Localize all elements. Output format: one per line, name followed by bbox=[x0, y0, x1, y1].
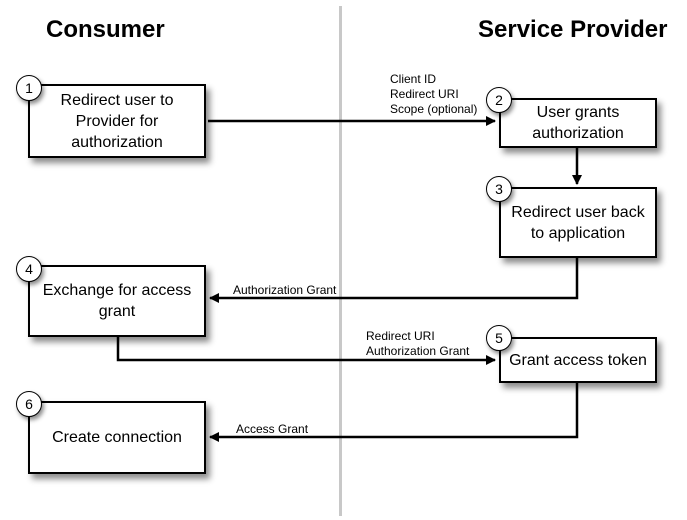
label-scope: Scope (optional) bbox=[390, 102, 478, 116]
arrow-5-to-6 bbox=[209, 383, 579, 442]
step-4-box: Exchange for access grant bbox=[28, 265, 206, 337]
step-5-box: Grant access token bbox=[499, 337, 657, 383]
step-1-number: 1 bbox=[16, 75, 42, 101]
step-2-number: 2 bbox=[486, 87, 512, 113]
arrow-4-to-5 bbox=[116, 337, 496, 365]
step-6-text: Create connection bbox=[52, 429, 182, 446]
lane-divider bbox=[339, 6, 342, 516]
step-5-number: 5 bbox=[486, 325, 512, 351]
step-6-number: 6 bbox=[16, 391, 42, 417]
label-access-grant: Access Grant bbox=[236, 422, 309, 436]
step-4-number: 4 bbox=[16, 256, 42, 282]
arrow-3-to-4 bbox=[209, 258, 579, 303]
step-1-box: Redirect user to Provider for authorizat… bbox=[28, 84, 206, 158]
step-3-text: Redirect user back to application bbox=[511, 203, 645, 242]
step-3-box: Redirect user back to application bbox=[499, 187, 657, 258]
consumer-heading: Consumer bbox=[46, 16, 165, 43]
step-5-text: Grant access token bbox=[509, 351, 647, 369]
label-client-id: Client ID bbox=[390, 72, 437, 86]
label-authorization-grant-2: Authorization Grant bbox=[366, 344, 470, 358]
step-3-number: 3 bbox=[486, 176, 512, 202]
label-redirect-uri-1: Redirect URI bbox=[390, 87, 459, 101]
step-2-box: User grants authorization bbox=[499, 98, 657, 148]
step-1-text: Redirect user to Provider for authorizat… bbox=[60, 91, 174, 151]
step-2-text: User grants authorization bbox=[532, 104, 624, 142]
label-authorization-grant-1: Authorization Grant bbox=[233, 283, 337, 297]
step-6-box: Create connection bbox=[28, 401, 206, 474]
label-redirect-uri-2: Redirect URI bbox=[366, 329, 435, 343]
service-provider-heading: Service Provider bbox=[478, 16, 668, 43]
step-4-text: Exchange for access grant bbox=[42, 282, 192, 320]
